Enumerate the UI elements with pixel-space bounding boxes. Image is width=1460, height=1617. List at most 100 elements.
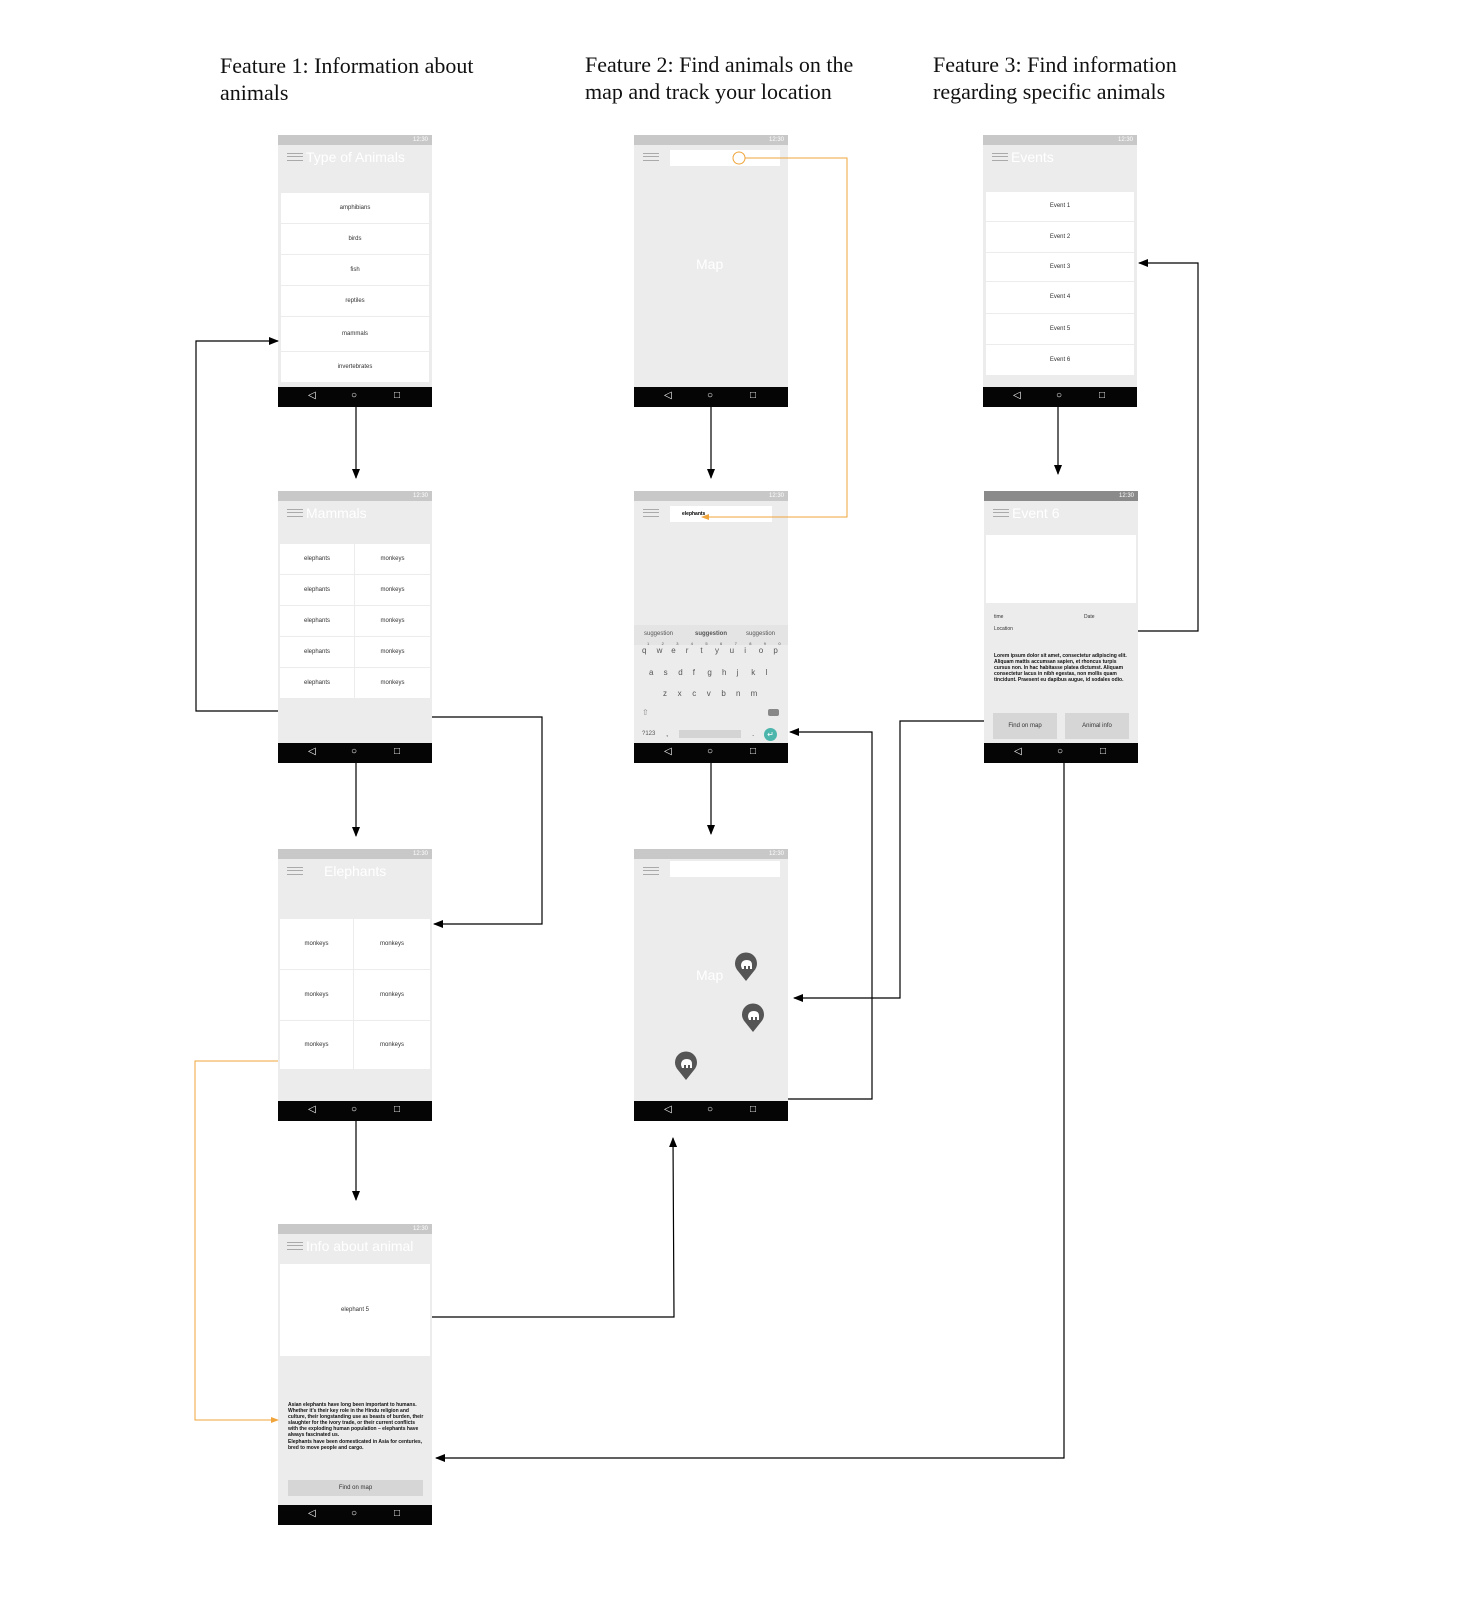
list-item[interactable]: birds: [281, 224, 429, 254]
menu-icon[interactable]: [643, 867, 659, 875]
key-s[interactable]: s: [663, 668, 668, 677]
back-icon[interactable]: ◁: [664, 1104, 672, 1115]
key-j[interactable]: j: [736, 668, 739, 677]
key-x[interactable]: x: [677, 689, 682, 698]
key-c[interactable]: c: [692, 689, 697, 698]
recent-icon[interactable]: □: [750, 746, 757, 757]
suggestion-item[interactable]: suggestion: [644, 631, 674, 637]
menu-icon[interactable]: [643, 153, 659, 161]
grid-cell[interactable]: monkeys: [354, 1021, 430, 1069]
key-r[interactable]: r: [685, 646, 689, 655]
grid-cell[interactable]: elephants: [280, 544, 354, 574]
suggestion-item[interactable]: suggestion: [746, 631, 776, 637]
grid-cell[interactable]: elephants: [280, 637, 354, 667]
list-item[interactable]: invertebrates: [281, 352, 429, 382]
back-icon[interactable]: ◁: [1013, 390, 1021, 401]
grid-cell[interactable]: monkeys: [280, 919, 353, 969]
key-n[interactable]: n: [736, 689, 741, 698]
key-b[interactable]: b: [721, 689, 726, 698]
period-key[interactable]: .: [752, 729, 755, 738]
elephant-pin-icon[interactable]: [734, 952, 758, 982]
backspace-icon[interactable]: [768, 709, 779, 716]
recent-icon[interactable]: □: [750, 1104, 757, 1115]
search-input[interactable]: [670, 861, 780, 877]
animal-info-button[interactable]: Animal info: [1065, 713, 1129, 739]
find-on-map-button[interactable]: Find on map: [288, 1480, 423, 1496]
list-item[interactable]: Event 2: [986, 222, 1134, 252]
menu-icon[interactable]: [992, 153, 1008, 161]
enter-key[interactable]: ↵: [764, 728, 777, 741]
home-icon[interactable]: ○: [351, 746, 358, 757]
list-item[interactable]: Event 4: [986, 282, 1134, 313]
space-key[interactable]: [679, 730, 741, 738]
grid-cell[interactable]: monkeys: [280, 1021, 353, 1069]
key-k[interactable]: k: [751, 668, 756, 677]
home-icon[interactable]: ○: [1056, 390, 1063, 401]
recent-icon[interactable]: □: [394, 390, 401, 401]
home-icon[interactable]: ○: [707, 746, 714, 757]
grid-cell[interactable]: elephants: [280, 606, 354, 636]
elephant-pin-icon[interactable]: [674, 1051, 698, 1081]
home-icon[interactable]: ○: [707, 390, 714, 401]
recent-icon[interactable]: □: [750, 390, 757, 401]
key-y[interactable]: y: [715, 646, 719, 655]
key-d[interactable]: d: [678, 668, 683, 677]
list-item[interactable]: reptiles: [281, 286, 429, 316]
key-i[interactable]: i: [744, 646, 746, 655]
menu-icon[interactable]: [287, 509, 303, 517]
back-icon[interactable]: ◁: [664, 390, 672, 401]
key-f[interactable]: f: [692, 668, 696, 677]
key-v[interactable]: v: [706, 689, 711, 698]
key-o[interactable]: o: [758, 646, 764, 655]
shift-icon[interactable]: ⇧: [642, 708, 649, 717]
map-area[interactable]: Map: [696, 256, 724, 272]
suggestion-item[interactable]: suggestion: [695, 631, 728, 637]
grid-cell[interactable]: monkeys: [355, 668, 430, 698]
home-icon[interactable]: ○: [351, 390, 358, 401]
grid-cell[interactable]: monkeys: [354, 970, 430, 1020]
key-m[interactable]: m: [750, 689, 758, 698]
back-icon[interactable]: ◁: [308, 746, 316, 757]
key-t[interactable]: t: [700, 646, 703, 655]
grid-cell[interactable]: monkeys: [355, 606, 430, 636]
back-icon[interactable]: ◁: [308, 1508, 316, 1519]
list-item[interactable]: amphibians: [281, 193, 429, 223]
home-icon[interactable]: ○: [707, 1104, 714, 1115]
symbols-key[interactable]: ?123: [642, 731, 656, 737]
home-icon[interactable]: ○: [351, 1104, 358, 1115]
back-icon[interactable]: ◁: [308, 390, 316, 401]
list-item[interactable]: mammals: [281, 317, 429, 351]
back-icon[interactable]: ◁: [308, 1104, 316, 1115]
recent-icon[interactable]: □: [1100, 746, 1107, 757]
key-p[interactable]: p: [773, 646, 778, 655]
grid-cell[interactable]: elephants: [280, 575, 354, 605]
map-area[interactable]: Map: [696, 967, 724, 983]
grid-cell[interactable]: monkeys: [355, 544, 430, 574]
recent-icon[interactable]: □: [394, 1508, 401, 1519]
key-l[interactable]: l: [765, 668, 768, 677]
key-u[interactable]: u: [729, 646, 735, 655]
grid-cell[interactable]: monkeys: [354, 919, 430, 969]
grid-cell[interactable]: monkeys: [355, 637, 430, 667]
list-item[interactable]: Event 5: [986, 314, 1134, 344]
menu-icon[interactable]: [993, 509, 1009, 517]
key-e[interactable]: e: [671, 646, 676, 655]
recent-icon[interactable]: □: [394, 1104, 401, 1115]
comma-key[interactable]: ,: [666, 729, 669, 738]
back-icon[interactable]: ◁: [664, 746, 672, 757]
list-item[interactable]: Event 1: [986, 192, 1134, 221]
key-z[interactable]: z: [663, 689, 667, 698]
menu-icon[interactable]: [287, 1242, 303, 1250]
search-input[interactable]: elephants: [670, 506, 772, 522]
menu-icon[interactable]: [287, 153, 303, 161]
home-icon[interactable]: ○: [1057, 746, 1064, 757]
list-item[interactable]: fish: [281, 255, 429, 285]
grid-cell[interactable]: monkeys: [280, 970, 353, 1020]
elephant-pin-icon[interactable]: [741, 1003, 765, 1033]
find-on-map-button[interactable]: Find on map: [993, 713, 1057, 739]
menu-icon[interactable]: [287, 867, 303, 875]
grid-cell[interactable]: elephants: [280, 668, 354, 698]
key-g[interactable]: g: [707, 668, 712, 677]
key-w[interactable]: w: [656, 646, 663, 655]
list-item[interactable]: Event 3: [986, 253, 1134, 281]
